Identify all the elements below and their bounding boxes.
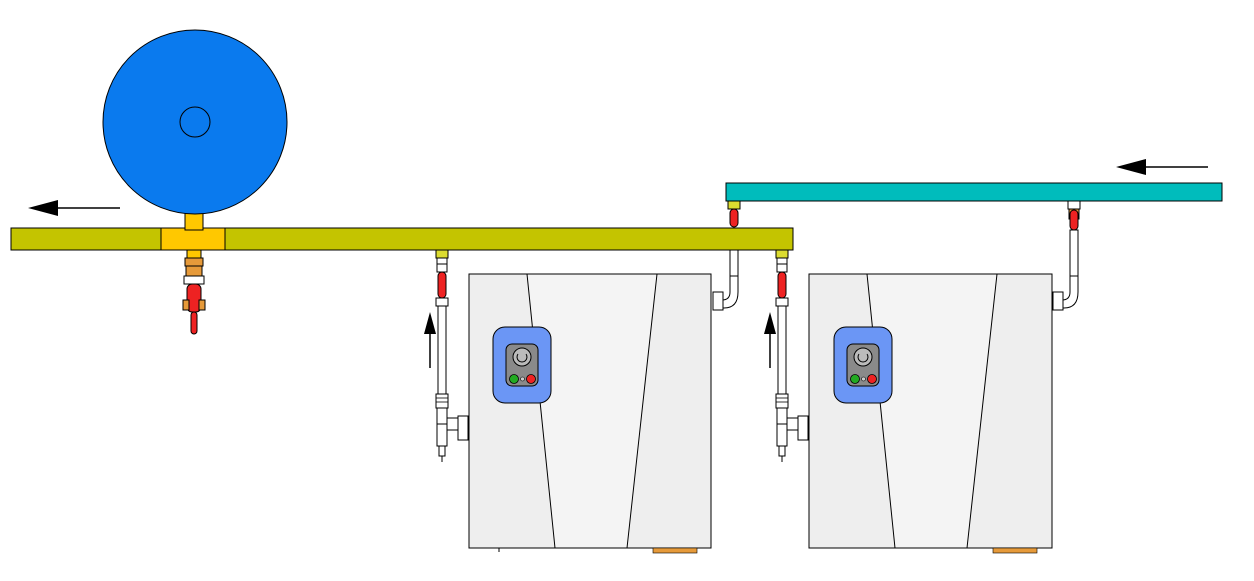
return-pipe-tee	[160, 227, 226, 251]
boiler-2-inlet-line	[775, 249, 809, 462]
flow-arrow-supply-left-icon	[1116, 159, 1208, 175]
boiler-unit-1	[468, 273, 712, 554]
boiler-1-inlet-line	[435, 249, 469, 462]
flow-arrow-inlet-up-2-icon	[764, 312, 776, 368]
indicator-green-icon	[850, 374, 860, 384]
indicator-green-icon	[509, 374, 519, 384]
indicator-red-icon	[867, 374, 877, 384]
supply-pipe	[725, 182, 1223, 202]
thermostat-knob-icon	[853, 347, 873, 367]
boiler-2-outlet-line	[1052, 200, 1081, 311]
thermostat-knob-icon	[512, 347, 532, 367]
valve-handle-icon	[777, 271, 787, 299]
flow-arrow-inlet-up-1-icon	[424, 312, 436, 368]
drain-valve	[182, 249, 206, 335]
valve-handle-icon	[729, 208, 739, 228]
boiler-unit-2	[808, 273, 1053, 554]
expansion-tank	[102, 29, 288, 215]
tank-port-icon	[179, 106, 211, 138]
control-panel	[833, 326, 893, 404]
valve-handle-icon	[437, 271, 447, 299]
control-panel	[492, 326, 552, 404]
tank-connector	[184, 211, 204, 231]
return-pipe	[10, 227, 794, 251]
boiler-1-outlet-line	[712, 200, 741, 311]
flow-arrow-return-left-icon	[28, 200, 120, 216]
valve-handle-icon	[1069, 209, 1079, 231]
indicator-red-icon	[526, 374, 536, 384]
